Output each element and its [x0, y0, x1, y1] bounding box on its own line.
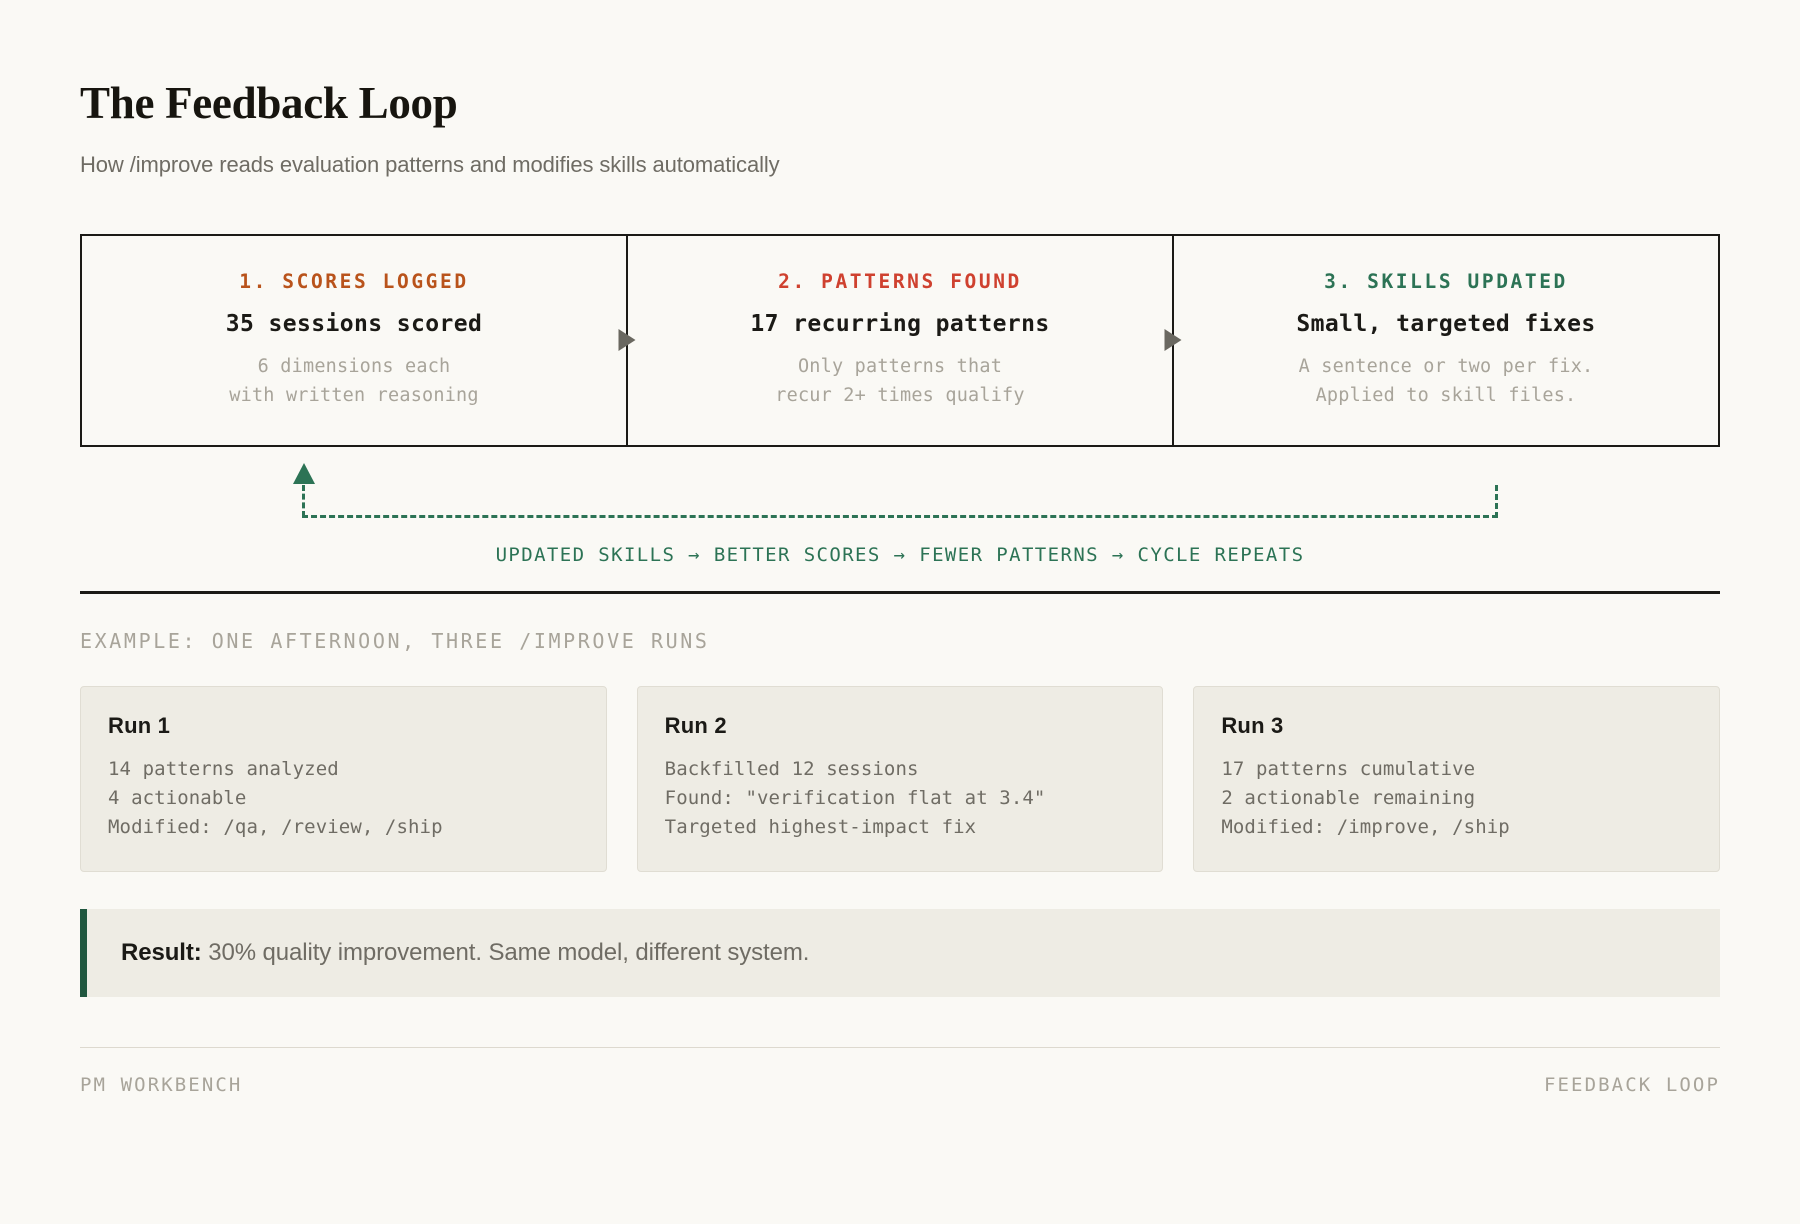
section-divider — [80, 590, 1720, 594]
stage-kicker-2: 2. PATTERNS FOUND — [778, 270, 1022, 294]
stage-note-1: 6 dimensions each with written reasoning — [229, 356, 479, 406]
run-title: Run 1 — [108, 712, 171, 738]
page-subtitle: How /improve reads evaluation patterns a… — [80, 151, 780, 177]
stage-kicker-1: 1. SCORES LOGGED — [239, 270, 469, 294]
run-line: 14 patterns analyzed — [108, 757, 339, 780]
run-line: Targeted highest-impact fix — [664, 815, 977, 838]
result-text: Result: 30% quality improvement. Same mo… — [121, 939, 809, 967]
arrow-up-icon — [293, 462, 315, 484]
stage-panel-1: 1. SCORES LOGGED 35 sessions scored 6 di… — [82, 236, 636, 445]
run-line: Modified: /qa, /review, /ship — [108, 815, 443, 838]
run-line: Backfilled 12 sessions — [664, 757, 919, 780]
footer-left-label: PM WORKBENCH — [80, 1073, 243, 1096]
result-label: Result: — [121, 938, 202, 966]
run-line: Found: "verification flat at 3.4" — [664, 786, 1046, 809]
run-card: Run 1 14 patterns analyzed 4 actionable … — [80, 685, 607, 872]
run-card: Run 2 Backfilled 12 sessions Found: "ver… — [636, 685, 1164, 872]
loop-caption: UPDATED SKILLS → BETTER SCORES → FEWER P… — [495, 543, 1305, 566]
run-card: Run 3 17 patterns cumulative 2 actionabl… — [1193, 685, 1721, 872]
stage-kicker-3: 3. SKILLS UPDATED — [1324, 270, 1568, 294]
footer-right-label: FEEDBACK LOOP — [1543, 1073, 1720, 1096]
feedback-loop-arrow: UPDATED SKILLS → BETTER SCORES → FEWER P… — [80, 447, 1720, 587]
footer-divider — [80, 1046, 1720, 1048]
loop-left-stub — [302, 484, 305, 517]
run-line: 2 actionable remaining — [1221, 786, 1476, 809]
run-card-list: Run 1 14 patterns analyzed 4 actionable … — [80, 685, 1721, 872]
run-line: 4 actionable — [108, 786, 247, 809]
result-body: 30% quality improvement. Same model, dif… — [201, 938, 810, 966]
stage-note-2: Only patterns that recur 2+ times qualif… — [775, 356, 1025, 406]
stage-strip: 1. SCORES LOGGED 35 sessions scored 6 di… — [80, 233, 1720, 447]
stage-panel-3: 3. SKILLS UPDATED Small, targeted fixes … — [1172, 235, 1718, 445]
stage-panel-2: 2. PATTERNS FOUND 17 recurring patterns … — [626, 235, 1182, 445]
triangle-right-icon — [1164, 329, 1182, 352]
loop-dashed-line — [302, 514, 1498, 518]
footer: PM WORKBENCH FEEDBACK LOOP — [80, 1074, 1720, 1096]
stage-headline-2: 17 recurring patterns — [750, 311, 1050, 338]
stage-headline-1: 35 sessions scored — [225, 311, 483, 338]
stage-note-3: A sentence or two per fix. Applied to sk… — [1298, 356, 1594, 406]
run-title: Run 2 — [664, 712, 727, 738]
stage-headline-3: Small, targeted fixes — [1296, 311, 1596, 338]
example-section-label: EXAMPLE: ONE AFTERNOON, THREE /IMPROVE R… — [80, 628, 710, 653]
triangle-right-icon — [618, 329, 636, 352]
run-title: Run 3 — [1221, 712, 1284, 738]
result-banner: Result: 30% quality improvement. Same mo… — [80, 908, 1720, 997]
loop-right-stub — [1495, 484, 1498, 518]
page-title: The Feedback Loop — [80, 78, 458, 128]
run-line: Modified: /improve, /ship — [1221, 815, 1510, 838]
run-line: 17 patterns cumulative — [1221, 757, 1476, 780]
